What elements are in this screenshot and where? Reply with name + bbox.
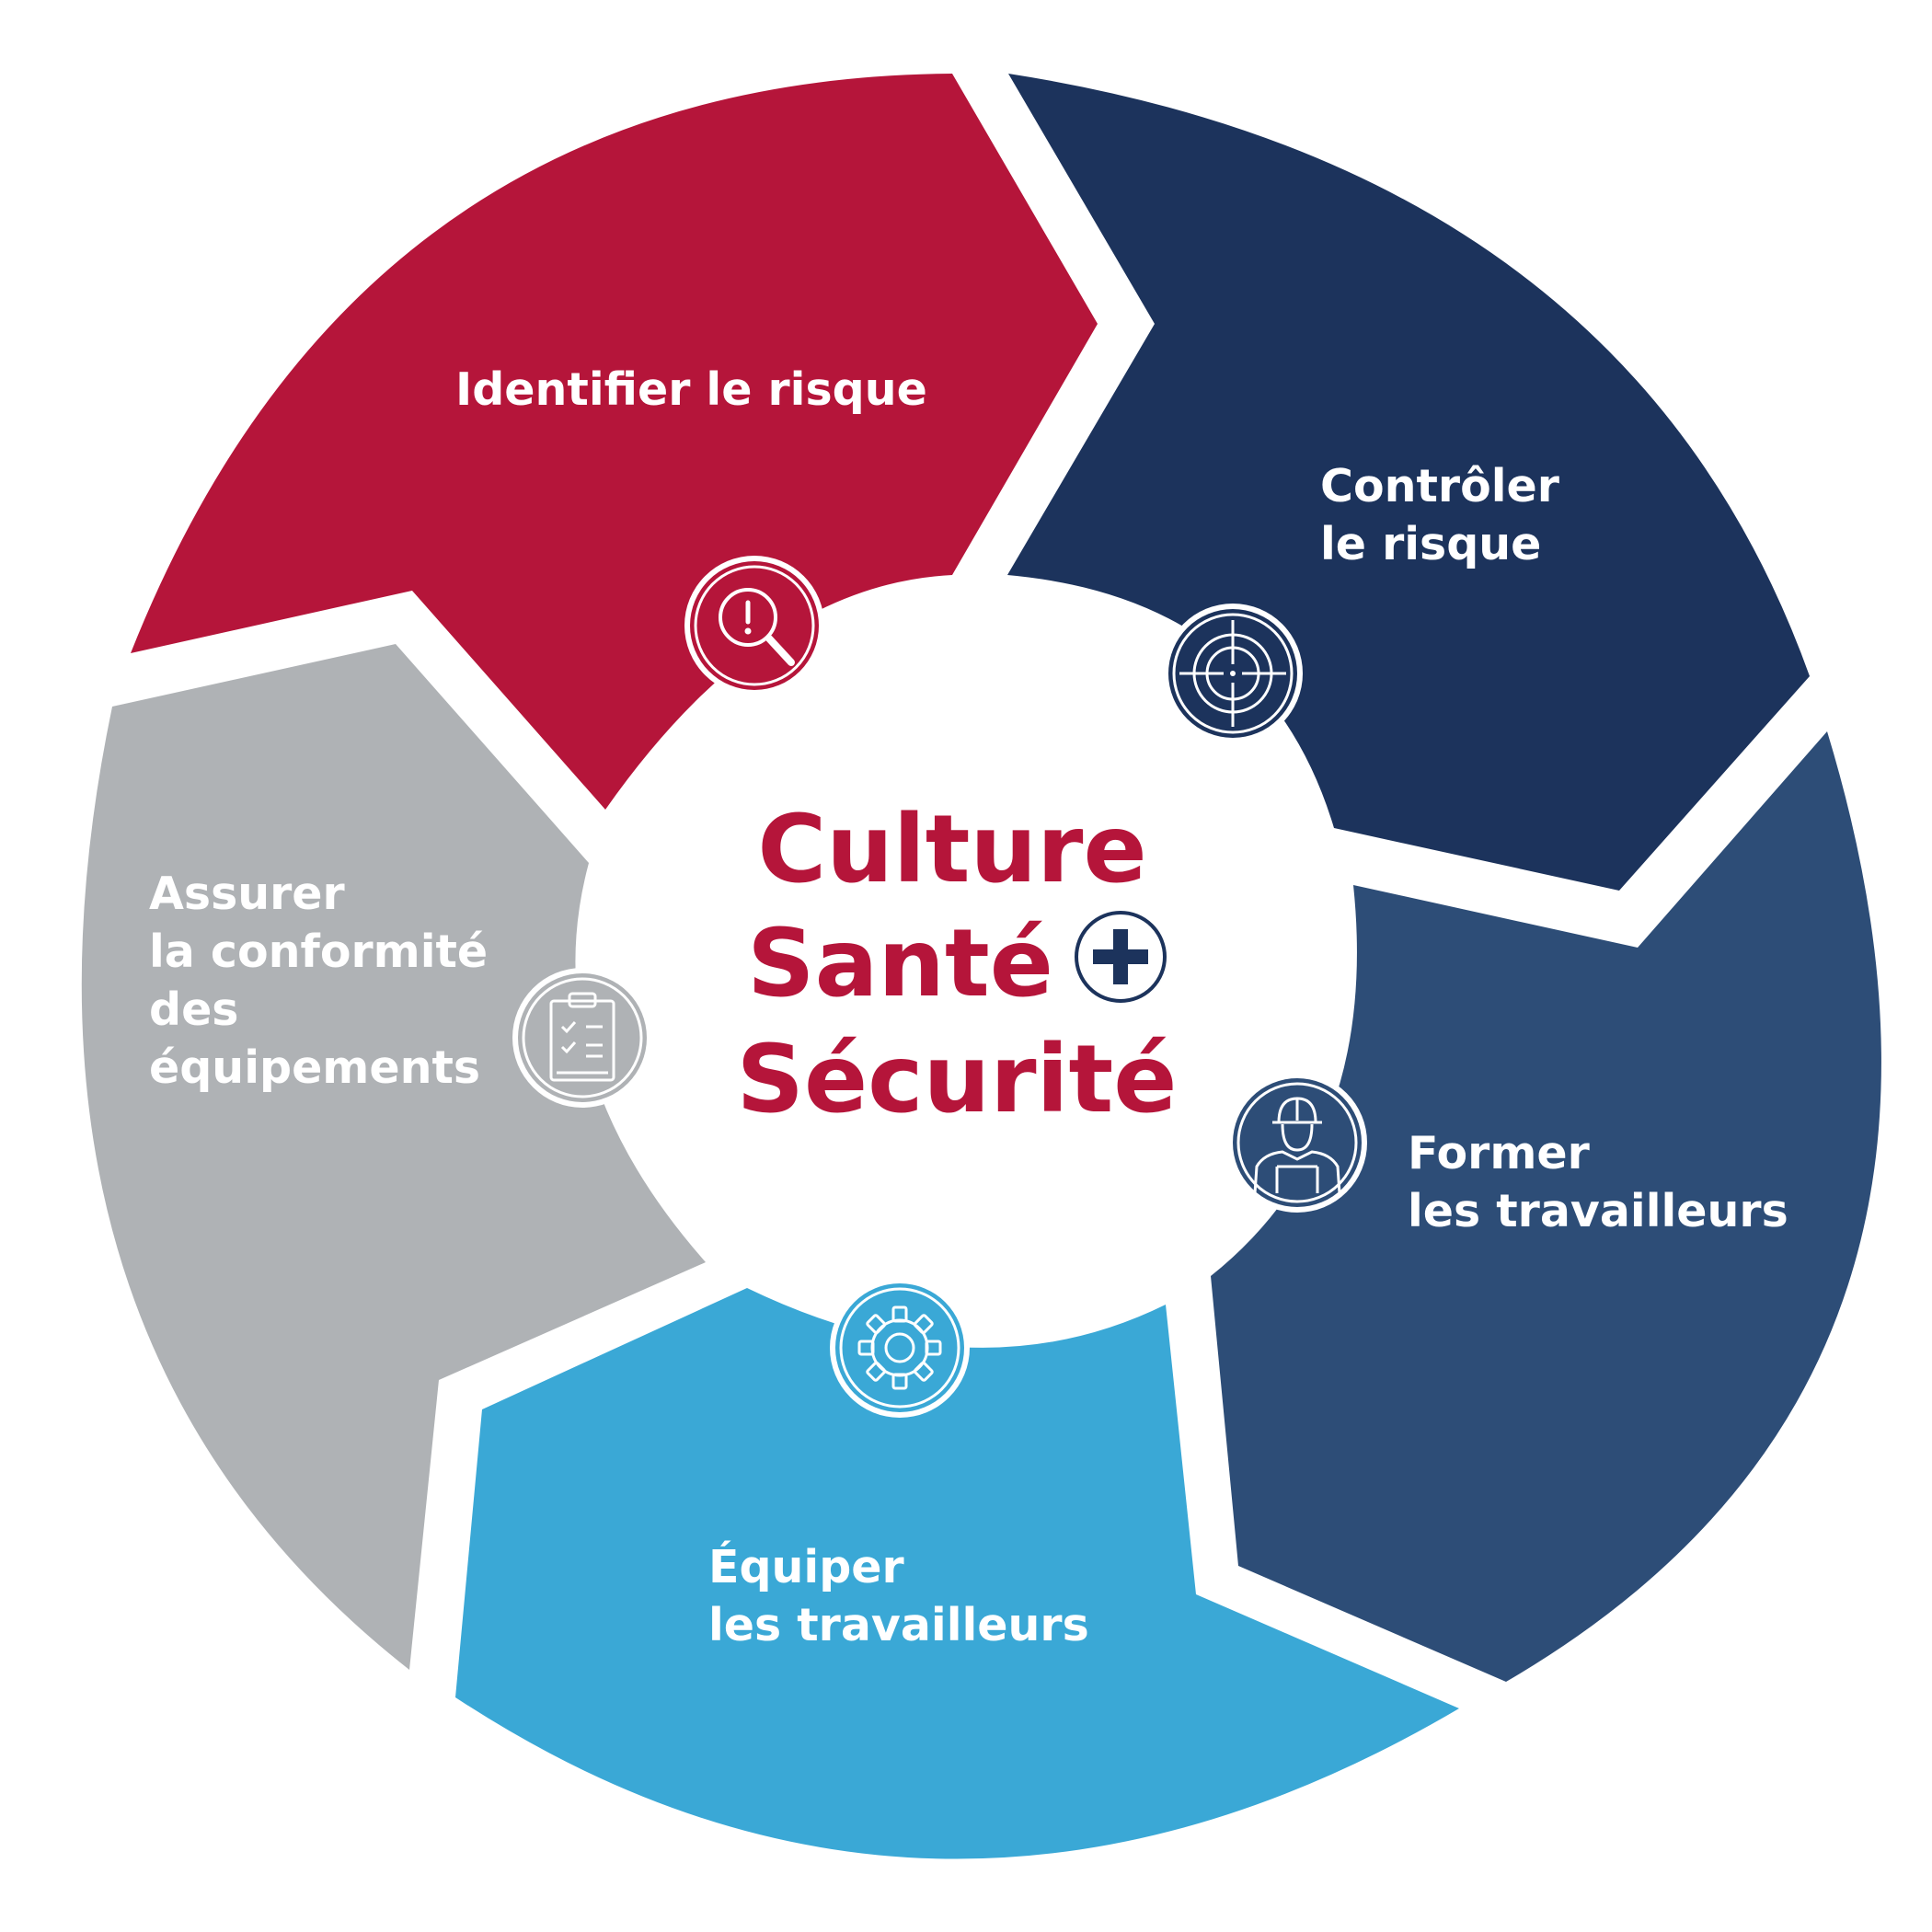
svg-text:Former les travailleur: Former les travailleurs <box>1408 1127 1788 1237</box>
center-title-line-2: Santé <box>747 909 1053 1018</box>
segment-controler-arrow <box>1007 74 1810 891</box>
worker-helmet-icon <box>1227 1073 1367 1213</box>
center-title-line-3: Sécurité <box>737 1025 1178 1134</box>
segment-assurer-label-line: équipements <box>149 1041 480 1094</box>
segment-former-label-line: Former <box>1408 1127 1591 1179</box>
segment-identifier: Identifier le risque <box>131 74 1098 810</box>
svg-text:Contrôler le risque: Contrôler le risque <box>1320 460 1575 570</box>
center-title-line-1: Culture <box>757 795 1146 904</box>
segment-former-label-line: les travailleurs <box>1408 1185 1788 1237</box>
gear-icon <box>830 1278 970 1418</box>
segment-controler: Contrôler le risque <box>1007 74 1810 891</box>
segment-equiper: Équiper les travailleurs <box>455 1278 1459 1859</box>
segment-assurer-label-line: la conformité <box>149 926 488 978</box>
segment-assurer-label-line: Assurer <box>149 868 346 920</box>
segment-equiper-label-line: Équiper <box>708 1539 905 1593</box>
svg-text:Équiper les travailleu: Équiper les travailleurs <box>708 1539 1089 1651</box>
clipboard-checklist-icon <box>512 968 652 1108</box>
plus-icon <box>1075 911 1167 1003</box>
segment-controler-label-line: le risque <box>1320 518 1541 570</box>
svg-text:Assurer la conformité: Assurer la conformité des équipements <box>149 868 503 1094</box>
center-title-group: Culture Santé Sécurité <box>737 795 1178 1134</box>
target-icon <box>1163 604 1303 743</box>
segment-assurer-arrow <box>81 644 706 1670</box>
segment-equiper-arrow <box>455 1288 1459 1859</box>
segment-assurer: Assurer la conformité des équipements <box>81 644 706 1670</box>
search-alert-icon <box>684 556 824 696</box>
segment-identifier-label-line: Identifier le risque <box>455 363 927 416</box>
segment-assurer-label-line: des <box>149 983 238 1036</box>
segment-former: Former les travailleurs <box>1211 731 1881 1682</box>
segment-equiper-label-line: les travailleurs <box>708 1599 1089 1651</box>
segment-controler-label-line: Contrôler <box>1320 460 1560 512</box>
svg-text:Identifier le risque: Identifier le risque <box>455 363 927 416</box>
segment-identifier-arrow <box>131 74 1098 810</box>
segment-former-arrow <box>1211 731 1881 1682</box>
